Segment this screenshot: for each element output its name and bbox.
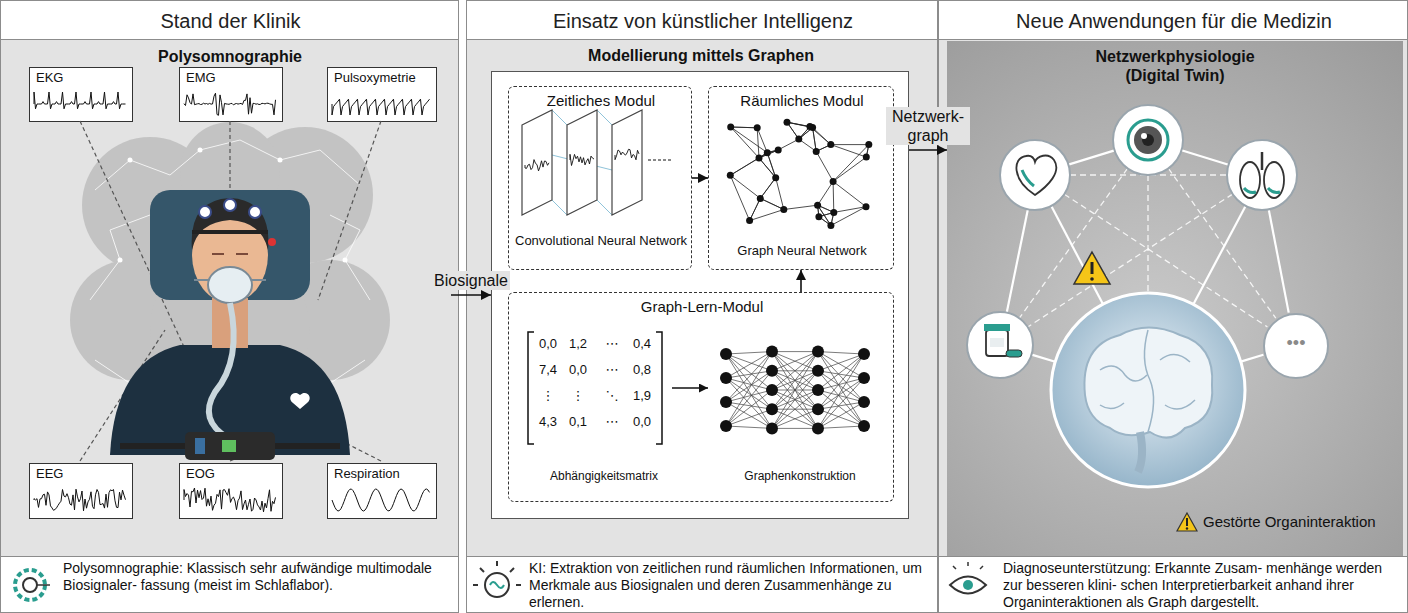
matrix-cell: ⋯: [595, 414, 629, 430]
signal-box: Respiration: [327, 463, 437, 519]
node-title: Zeitliches Modul: [509, 92, 693, 110]
node-title: Modellierung mittels Graphen: [492, 46, 910, 65]
node-title: Stand der Klinik: [1, 9, 460, 33]
node-text: Polysomnographie: Klassisch sehr aufwänd…: [63, 560, 453, 594]
neural-net-icon: [720, 346, 870, 435]
matrix-cell: 0,8: [625, 362, 659, 378]
cnn-icon: [522, 110, 672, 215]
organ-circle: •••: [1263, 313, 1329, 379]
node-title: EKG: [36, 70, 128, 86]
matrix-cell: ⋮: [531, 388, 565, 404]
node-title: EOG: [186, 466, 278, 482]
matrix-cell: ⋯: [595, 362, 629, 378]
legend-text: Gestörte Organinteraktion: [1203, 513, 1376, 531]
node-title: EMG: [186, 70, 278, 86]
module-box: Räumliches ModulGraph Neural Network: [708, 86, 894, 270]
panel: Einsatz von künstlicher IntelligenzKI: E…: [466, 0, 938, 613]
graph-icon: [727, 119, 873, 229]
node-text: KI: Extraktion von zeitlichen rund räuml…: [529, 560, 931, 610]
signal-box: EEG: [29, 463, 133, 519]
edge-label: Netzwerk- graph: [886, 107, 970, 145]
connector-arrow: [909, 149, 947, 151]
node-title: Respiration: [334, 466, 434, 482]
node-text: Graph Neural Network: [709, 243, 895, 259]
node-text: Diagnoseunterstützung: Erkannte Zusam- m…: [1003, 560, 1401, 610]
node-text: Graphenkonstruktion: [705, 469, 895, 483]
signal-box: EMG: [179, 67, 283, 122]
matrix-cell: 0,4: [625, 336, 659, 352]
signal-box: Pulsoxymetrie: [327, 67, 437, 122]
node-title: Polysomnographie: [9, 47, 451, 66]
matrix-cell: 7,4: [531, 362, 565, 378]
graph-model-box: Modellierung mittels GraphenZeitliches M…: [491, 71, 909, 519]
sleeper-illustration: [70, 121, 390, 461]
node-title: EEG: [36, 466, 128, 482]
biosignal-traces: [34, 92, 430, 512]
matrix-cell: 0,0: [561, 362, 595, 378]
node-title: Neue Anwendungen für die Medizin: [939, 9, 1408, 33]
matrix-cell: ⋱: [595, 388, 629, 404]
node-title: Netzwerkphysiologie (Digital Twin): [1075, 47, 1275, 85]
matrix-cell: ⋯: [595, 336, 629, 352]
matrix-cell: 0,1: [561, 414, 595, 430]
matrix-cell: 1,9: [625, 388, 659, 404]
connector-arrow: [800, 270, 802, 292]
node-title: Räumliches Modul: [709, 92, 895, 110]
node-title: •••: [1265, 333, 1327, 355]
matrix-cell: 0,0: [531, 336, 565, 352]
matrix-cell: ⋮: [561, 388, 595, 404]
organ-icons: [967, 105, 1297, 487]
matrix-brackets: [528, 332, 708, 444]
node-text: Abhängigkeitsmatrix: [509, 469, 699, 483]
edge-label: Biosignale: [432, 271, 510, 290]
legend-symbol: [1176, 512, 1198, 532]
matrix-cell: 0,0: [625, 414, 659, 430]
node-title: Pulsoxymetrie: [334, 70, 434, 86]
node-text: Convolutional Neural Network: [509, 233, 693, 249]
matrix-cell: 4,3: [531, 414, 565, 430]
node-title: Einsatz von künstlicher Intelligenz: [467, 9, 939, 33]
connector-arrow: [451, 294, 491, 296]
caption-icons: [15, 561, 986, 600]
connector-arrow: [692, 177, 708, 179]
node-title: Graph-Lern-Modul: [509, 298, 895, 316]
matrix-cell: 1,2: [561, 336, 595, 352]
